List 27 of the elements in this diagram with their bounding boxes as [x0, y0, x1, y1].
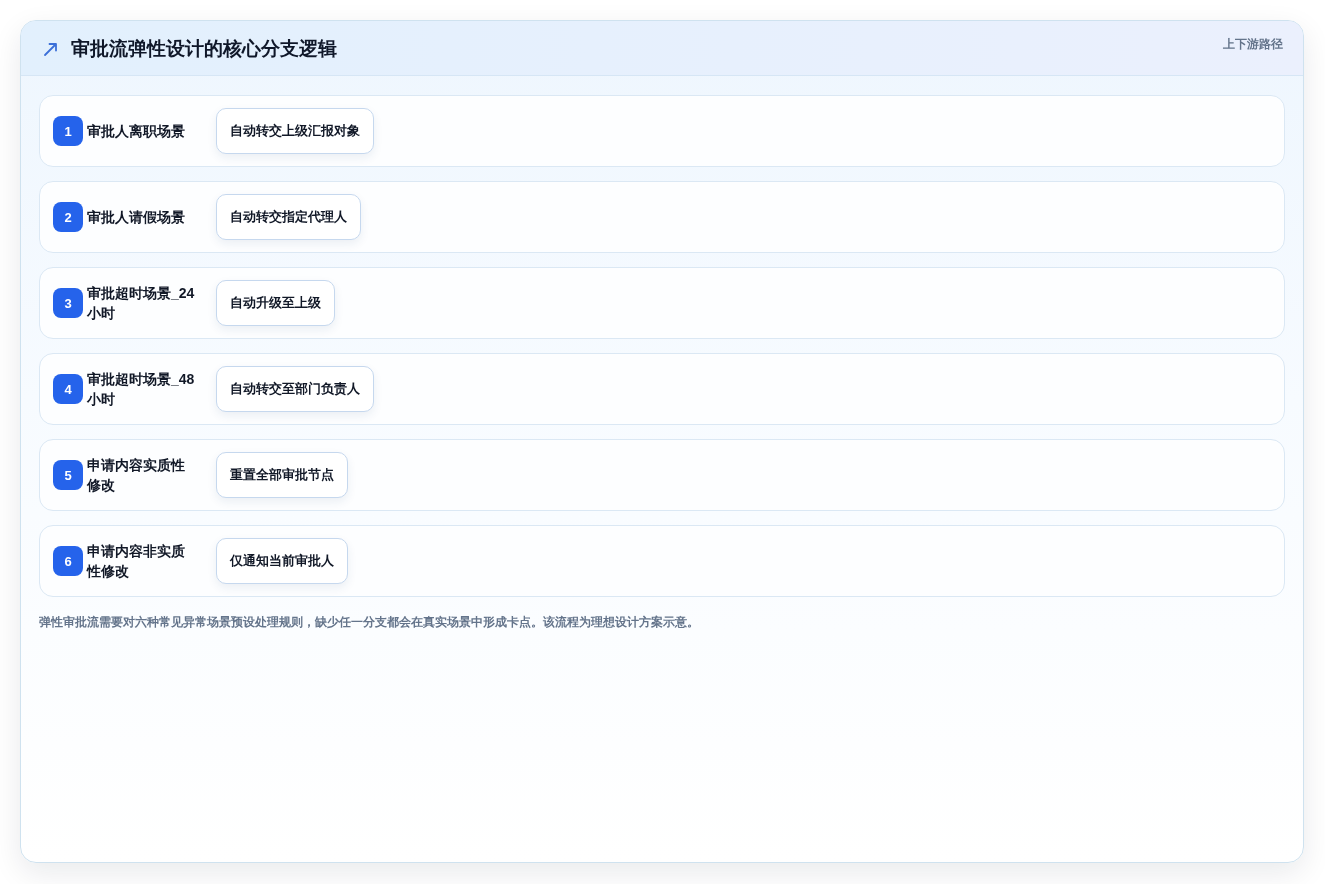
action-box: 自动转交至部门负责人	[216, 366, 374, 412]
row-card	[39, 525, 1285, 597]
row-card	[39, 439, 1285, 511]
caption-note: 弹性审批流需要对六种常见异常场景预设处理规则，缺少任一分支都会在真实场景中形成卡点。该流程为理想设计方案示意。	[39, 614, 699, 630]
scenario-label: 审批超时场景_24小时	[87, 284, 196, 323]
number-badge: 3	[53, 288, 83, 318]
scenario-label: 审批超时场景_48小时	[87, 370, 196, 409]
number-badge: 2	[53, 202, 83, 232]
scenario-label: 审批人请假场景	[87, 208, 186, 227]
number-badge: 6	[53, 546, 83, 576]
scenario-label: 审批人离职场景	[87, 122, 186, 141]
header-note: 上下游路径	[1223, 36, 1283, 52]
number-badge: 5	[53, 460, 83, 490]
scenario-label: 申请内容非实质性修改	[87, 542, 186, 581]
row-card	[39, 353, 1285, 425]
action-box: 自动升级至上级	[216, 280, 335, 326]
action-box: 自动转交上级汇报对象	[216, 108, 374, 154]
row-card	[39, 95, 1285, 167]
title: 审批流弹性设计的核心分支逻辑	[71, 37, 337, 61]
scenario-label: 申请内容实质性修改	[87, 456, 186, 495]
number-badge: 1	[53, 116, 83, 146]
row-card	[39, 267, 1285, 339]
number-badge: 4	[53, 374, 83, 404]
action-box: 重置全部审批节点	[216, 452, 348, 498]
action-box: 自动转交指定代理人	[216, 194, 361, 240]
row-card	[39, 181, 1285, 253]
action-box: 仅通知当前审批人	[216, 538, 348, 584]
